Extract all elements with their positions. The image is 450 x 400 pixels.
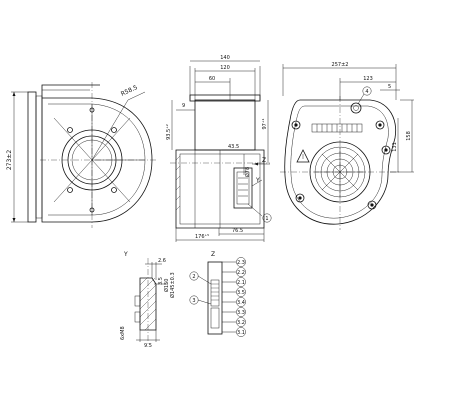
side-dim-76-5: 76.5	[232, 228, 243, 234]
detail-y-dim-m8: 6xM8	[120, 326, 126, 340]
callout-4: 4	[365, 89, 368, 95]
side-dim-43-5: 43.5	[228, 144, 239, 150]
detail-y-dim-9-5: 9.5	[144, 343, 152, 349]
detail-y-title: Y	[123, 251, 128, 258]
side-outlet-block	[194, 99, 256, 151]
pin-circle	[236, 277, 246, 287]
side-view: 140 120 60 9	[166, 55, 272, 242]
detail-z-pin-list: 2.3 2.2 2.1 3.5 3.4 3.3 3.2 3.1	[222, 257, 246, 337]
pin-label: 2.2	[237, 270, 245, 276]
side-connector	[233, 167, 253, 209]
detail-z: Z 2 3 2.3 2.2 2.1 3.5 3.4 3.3 3.2 3.1	[189, 251, 246, 337]
view-z-marker: Z	[262, 157, 266, 164]
side-dim-176: 176⁺⁵	[195, 234, 209, 240]
pin-circle	[236, 297, 246, 307]
rear-dim-158: 158	[406, 131, 412, 141]
front-height-dim: 273±2	[6, 150, 13, 170]
rear-view: 257±2 123 5 4	[280, 62, 414, 230]
pin-label: 3.5	[237, 290, 245, 296]
pin-label: 3.2	[237, 320, 245, 326]
front-view: 273±2 R58.5	[6, 82, 158, 228]
detail-z-title: Z	[211, 251, 215, 258]
pin-circle	[236, 317, 246, 327]
side-dim-140: 140	[220, 55, 230, 61]
pin-circle	[236, 327, 246, 337]
callout-3: 3	[192, 298, 195, 304]
rear-dim-5: 5	[388, 84, 391, 90]
front-radius-dim: R58.5	[120, 84, 139, 98]
detail-y: Y 2.6 3.5 Ø150 Ø145±0.3 6xM8	[120, 251, 176, 349]
rear-dim-123: 123	[363, 76, 373, 82]
pin-label: 2.1	[237, 280, 245, 286]
callout-1: 1	[265, 216, 268, 222]
pin-circle	[236, 257, 246, 267]
detail-y-dim-150: Ø150	[163, 279, 170, 292]
detail-y-dim-3-5: 3.5	[158, 277, 164, 285]
pin-circle	[236, 267, 246, 277]
side-dim-120: 120	[220, 65, 230, 71]
side-dim-78: Ø78	[244, 167, 251, 177]
rear-louvers	[311, 123, 363, 133]
front-flange	[27, 91, 37, 223]
view-y-marker: Y	[255, 177, 260, 184]
pin-label: 2.3	[237, 260, 245, 266]
pin-circle	[236, 287, 246, 297]
rear-dim-257: 257±2	[332, 62, 349, 68]
warning-triangle-icon	[296, 149, 310, 163]
detail-z-connector	[207, 261, 223, 335]
callout-2: 2	[192, 274, 195, 280]
detail-y-dim-2-6: 2.6	[158, 258, 166, 264]
rear-dim-131: 131	[392, 142, 398, 152]
pin-label: 3.3	[237, 310, 245, 316]
side-dim-9: 9	[182, 103, 185, 109]
callout-1-circle	[262, 213, 272, 223]
pin-circle	[236, 307, 246, 317]
detail-y-dim-145: Ø145±0.3	[169, 272, 176, 298]
side-dim-60: 60	[209, 76, 215, 82]
rear-housing-outline	[284, 99, 397, 225]
pin-label: 3.1	[237, 330, 245, 336]
side-dim-93-5: 93.5⁺²	[166, 124, 172, 140]
rear-screws	[291, 120, 391, 210]
pin-label: 3.4	[237, 300, 245, 306]
side-dim-97: 97⁺¹	[262, 118, 268, 129]
callout-4-circle	[362, 86, 372, 96]
